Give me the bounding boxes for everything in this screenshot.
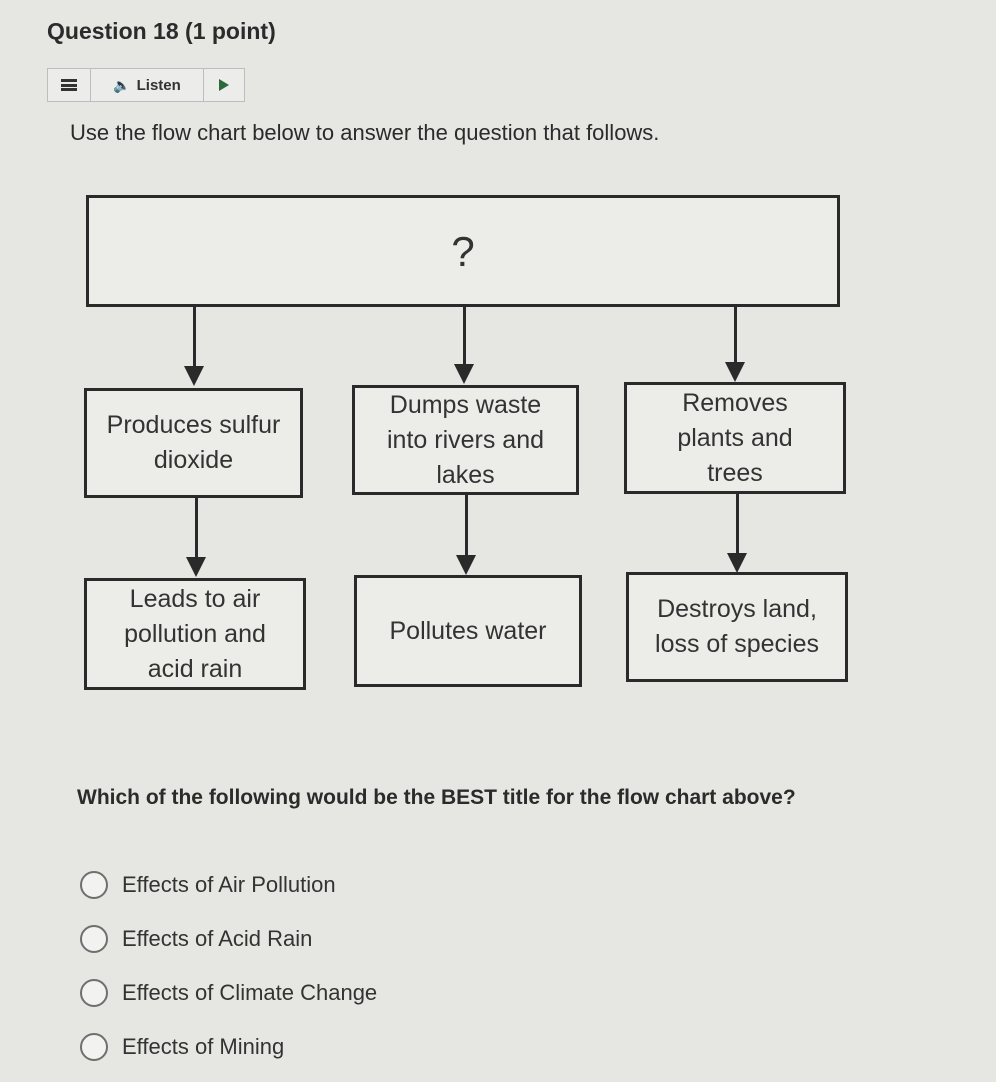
play-icon [219, 79, 229, 91]
choice-mining[interactable]: Effects of Mining [80, 1020, 377, 1074]
listen-button[interactable]: 🔈 Listen [91, 69, 204, 101]
flowchart-box-destroys-land: Destroys land, loss of species [626, 572, 848, 682]
choice-acid-rain[interactable]: Effects of Acid Rain [80, 912, 377, 966]
arrow-line [734, 305, 737, 363]
menu-button[interactable] [48, 69, 91, 101]
choice-air-pollution[interactable]: Effects of Air Pollution [80, 858, 377, 912]
flowchart-top-label: ? [451, 227, 475, 275]
play-button[interactable] [204, 69, 244, 101]
radio-button[interactable] [80, 871, 108, 899]
arrow-down-icon [456, 555, 476, 575]
arrow-down-icon [186, 557, 206, 577]
radio-button[interactable] [80, 979, 108, 1007]
question-prompt: Which of the following would be the BEST… [77, 786, 796, 809]
arrow-line [736, 494, 739, 554]
arrow-down-icon [725, 362, 745, 382]
arrow-line [465, 495, 468, 557]
flowchart-box-pollutes-water: Pollutes water [354, 575, 582, 687]
choice-label: Effects of Air Pollution [122, 872, 336, 897]
choice-label: Effects of Mining [122, 1034, 285, 1059]
arrow-down-icon [454, 364, 474, 384]
flowchart-box-air-pollution: Leads to air pollution and acid rain [84, 578, 306, 690]
question-title: Question 18 (1 point) [47, 18, 276, 44]
choice-label: Effects of Acid Rain [122, 926, 313, 951]
choice-climate-change[interactable]: Effects of Climate Change [80, 966, 377, 1020]
answer-choices: Effects of Air Pollution Effects of Acid… [80, 858, 377, 1074]
intro-text: Use the flow chart below to answer the q… [70, 120, 660, 145]
hamburger-icon [61, 79, 77, 91]
radio-button[interactable] [80, 925, 108, 953]
flowchart-box-sulfur: Produces sulfur dioxide [84, 388, 303, 498]
listen-label: Listen [136, 76, 181, 94]
radio-button[interactable] [80, 1033, 108, 1061]
arrow-line [195, 498, 198, 558]
speaker-icon: 🔈 [113, 76, 131, 93]
listen-toolbar: 🔈 Listen [47, 68, 245, 102]
flowchart-box-waste: Dumps waste into rivers and lakes [352, 385, 579, 495]
arrow-down-icon [727, 553, 747, 573]
flowchart-top-box: ? [86, 195, 840, 307]
arrow-line [463, 307, 466, 365]
arrow-line [193, 307, 196, 367]
arrow-down-icon [184, 366, 204, 386]
choice-label: Effects of Climate Change [122, 980, 378, 1005]
flowchart-box-removes: Removes plants and trees [624, 382, 846, 494]
